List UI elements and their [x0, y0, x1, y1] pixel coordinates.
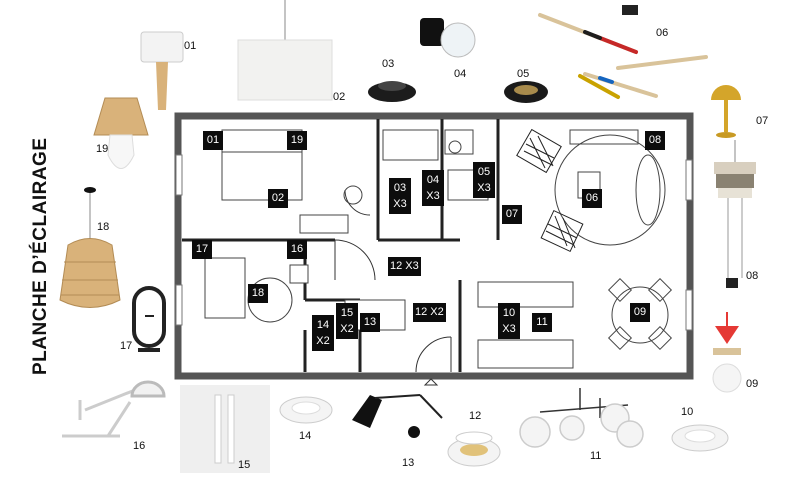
- room-tag-13: 13: [360, 313, 380, 332]
- product-19-rattan-table-lamp: [93, 97, 149, 169]
- room-tag-03-qty: X3: [393, 198, 407, 210]
- product-label-08: 08: [746, 270, 759, 282]
- room-tag-10: 10 X3: [498, 303, 520, 339]
- room-tag-10-number: 10: [502, 307, 516, 319]
- product-18-rattan-pendant: [59, 187, 121, 308]
- product-label-18: 18: [97, 221, 110, 233]
- room-tag-17: 17: [192, 240, 212, 259]
- product-07-gold-lamp: [711, 85, 741, 138]
- room-tag-15-qty: X2: [340, 323, 354, 335]
- product-label-17: 17: [120, 340, 133, 352]
- room-tag-05-qty: X3: [477, 182, 491, 194]
- room-tag-19: 19: [287, 131, 307, 150]
- product-01-table-lamp: [140, 31, 184, 110]
- product-label-14: 14: [299, 430, 312, 442]
- room-tag-07: 07: [502, 205, 522, 224]
- room-tag-01: 01: [203, 131, 223, 150]
- product-05-recessed-spot: [504, 81, 548, 103]
- product-label-19: 19: [96, 143, 109, 155]
- product-label-09: 09: [746, 378, 759, 390]
- product-label-01: 01: [184, 40, 197, 52]
- room-tag-12-x3: 12 X3: [388, 257, 421, 276]
- room-tag-18: 18: [248, 284, 268, 303]
- room-tag-12-x2: 12 X2: [413, 303, 446, 322]
- product-08-tiered-pendant: [714, 140, 756, 288]
- product-label-03: 03: [382, 58, 395, 70]
- product-09-cone-pendant: [712, 312, 742, 393]
- product-06-stick-lamps: [538, 5, 708, 99]
- product-label-15: 15: [238, 459, 251, 471]
- product-label-16: 16: [133, 440, 146, 452]
- product-16-desk-lamp: [62, 380, 166, 438]
- room-tag-16: 16: [287, 240, 307, 259]
- product-label-13: 13: [402, 457, 415, 469]
- product-10-white-spot: [671, 424, 729, 452]
- product-label-04: 04: [454, 68, 467, 80]
- interior-walls: [182, 119, 500, 372]
- product-11-globe-chandelier: [519, 388, 644, 448]
- product-label-11: 11: [590, 450, 602, 462]
- room-tag-14: 14 X2: [312, 315, 334, 351]
- product-12-recessed-spot: [447, 431, 501, 467]
- room-tag-10-qty: X3: [502, 323, 516, 335]
- room-tag-14-qty: X2: [316, 335, 330, 347]
- room-tag-06: 06: [582, 189, 602, 208]
- product-label-05: 05: [517, 68, 530, 80]
- product-label-06: 06: [656, 27, 669, 39]
- product-13-wall-sconce: [352, 394, 443, 438]
- product-label-10: 10: [681, 406, 694, 418]
- product-02-drum-pendant: [237, 0, 333, 101]
- room-tag-08: 08: [645, 131, 665, 150]
- room-tag-04-qty: X3: [426, 190, 440, 202]
- product-03-spot: [368, 81, 416, 102]
- room-tag-05-number: 05: [477, 166, 491, 178]
- product-label-12: 12: [469, 410, 482, 422]
- room-tag-05: 05 X3: [473, 162, 495, 198]
- product-04-wall-light: [420, 18, 476, 58]
- room-tag-02: 02: [268, 189, 288, 208]
- room-tag-15: 15 X2: [336, 303, 358, 339]
- room-tag-04: 04 X3: [422, 170, 444, 206]
- room-tag-15-number: 15: [340, 307, 354, 319]
- room-tag-03-number: 03: [393, 182, 407, 194]
- product-label-02: 02: [333, 91, 346, 103]
- room-tag-04-number: 04: [426, 174, 440, 186]
- product-17-oval-lamp: [132, 286, 166, 352]
- room-tag-03: 03 X3: [389, 178, 411, 214]
- room-tag-11: 11: [532, 313, 552, 332]
- room-tag-14-number: 14: [316, 319, 330, 331]
- product-label-07: 07: [756, 115, 769, 127]
- room-tag-09: 09: [630, 303, 650, 322]
- product-14-recessed-spot: [279, 396, 333, 424]
- product-15-wall-tube: [180, 385, 270, 473]
